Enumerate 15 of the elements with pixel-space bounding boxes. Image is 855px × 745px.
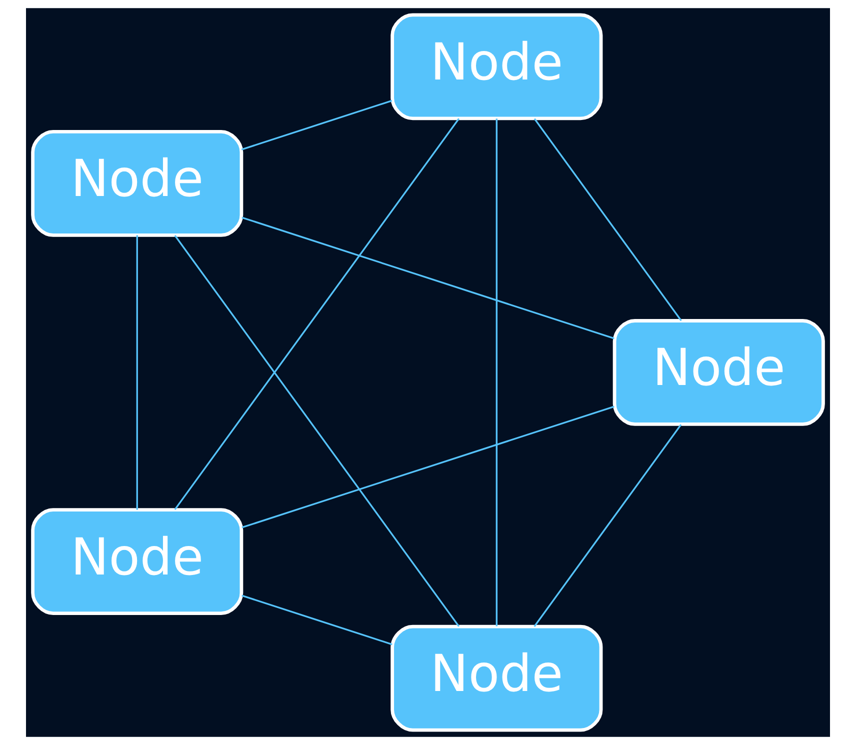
node-box: Node	[30, 130, 243, 237]
node-box: Node	[612, 319, 824, 426]
connector	[533, 424, 682, 627]
node-box: Node	[390, 13, 602, 120]
node-box: Node	[390, 624, 602, 732]
connector	[174, 118, 460, 510]
connector	[533, 118, 682, 322]
node-box: Node	[30, 508, 243, 615]
connector	[241, 406, 614, 528]
connector	[240, 100, 392, 150]
connector	[136, 235, 138, 510]
connector	[174, 235, 460, 627]
connector	[495, 118, 498, 626]
connector	[241, 594, 392, 646]
connector	[241, 216, 614, 340]
